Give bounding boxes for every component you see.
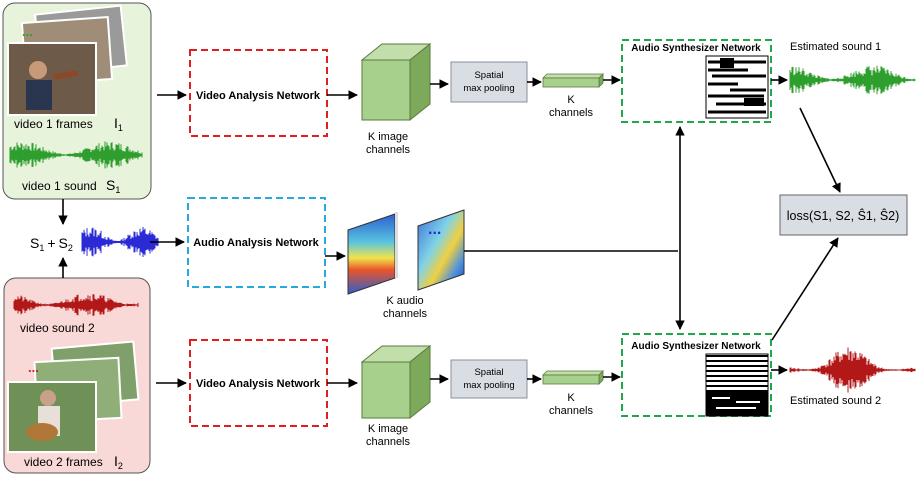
audio-feature-maps: ... [347, 209, 465, 295]
k-ch-top-line1: K [567, 94, 575, 106]
wave-out2-trace [789, 347, 916, 393]
k-audio-line1: K audio [386, 295, 423, 307]
mixture-waveform [81, 227, 159, 257]
video1-person-body [26, 80, 52, 110]
audio-synthesizer-network-top [621, 39, 772, 123]
k-image-top-line2: channels [366, 144, 411, 156]
video2-frames-dots: ... [28, 360, 39, 375]
video1-frames-dots: ... [22, 24, 33, 39]
k-image-top-line1: K image [368, 131, 408, 143]
feature-cube-bottom [360, 344, 432, 420]
estimated-sound1-waveform [789, 65, 916, 95]
estimated-sound2-waveform [789, 347, 916, 393]
spatial-max-pooling-top [450, 61, 528, 103]
spectrogram-back [417, 209, 465, 291]
video1-violin [53, 69, 79, 81]
k-channel-vector-top [542, 73, 604, 88]
mixture: S1+S2 [30, 227, 159, 257]
mask-image-bottom [705, 353, 769, 417]
pool-top-line1: Spatial [474, 70, 503, 81]
estimated-sound1-label: Estimated sound 1 [790, 41, 881, 53]
video2-sound-waveform [13, 294, 139, 316]
video2-frames-label: video 2 frames [24, 455, 103, 469]
video1-person-head [29, 61, 47, 79]
video2-sound-label: video sound 2 [20, 321, 95, 335]
spatial-max-pooling-bottom [450, 359, 528, 399]
pool-bottom-line2: max pooling [463, 380, 514, 391]
video1-frames-symbol: I1 [114, 115, 123, 133]
audio-analysis-network-label: Audio Analysis Network [193, 237, 319, 249]
estimated-sound2-label: Estimated sound 2 [790, 395, 881, 407]
audio-synth-top-label: Audio Synthesizer Network [631, 43, 761, 54]
feature-cube-top [360, 42, 432, 122]
video2-frames-symbol: I2 [114, 453, 123, 471]
video1-sound-waveform [9, 141, 143, 169]
k-ch-bottom-line2: channels [549, 405, 594, 417]
k-ch-bottom-line1: K [567, 392, 575, 404]
video-analysis-network-top-label: Video Analysis Network [196, 90, 321, 102]
audio-synth-bottom-label: Audio Synthesizer Network [631, 341, 761, 352]
video2-guitar [26, 423, 58, 441]
mask-image-top [705, 55, 769, 119]
k-audio-line2: channels [383, 308, 428, 320]
pool-top-line2: max pooling [463, 83, 514, 94]
video2-panel: video sound 2 ... video 2 frames I2 [3, 277, 151, 474]
wave-v2-trace [13, 294, 139, 316]
wave-out1-trace [789, 65, 916, 95]
audio-synthesizer-network-bottom [621, 333, 772, 417]
video1-frames-label: video 1 frames [14, 117, 93, 131]
wave-v1-trace [9, 141, 143, 169]
k-image-bottom-line2: channels [366, 436, 411, 448]
k-image-bottom-line1: K image [368, 423, 408, 435]
pool-bottom-line1: Spatial [474, 367, 503, 378]
video-analysis-network-bottom-label: Video Analysis Network [196, 378, 321, 390]
k-channel-vector-bottom [542, 370, 604, 385]
wave-mix-trace [81, 227, 159, 257]
video-analysis-network-top [189, 49, 328, 137]
mixture-formula: S1+S2 [30, 235, 73, 253]
k-ch-top-line2: channels [549, 107, 594, 119]
arrow-out2-to-loss [771, 237, 839, 341]
arrow-out1-to-loss [799, 107, 841, 193]
video1-panel: ... video 1 frames I1 video 1 sound S1 [2, 2, 152, 200]
loss-box [779, 194, 908, 236]
video1-sound-symbol: S1 [106, 177, 120, 195]
video2-person-head [40, 390, 56, 406]
loss-label: loss(S1, S2, Ŝ1, Ŝ2) [787, 208, 900, 223]
audio-analysis-network [187, 197, 326, 288]
spectrogram-dots: ... [428, 221, 441, 238]
video1-sound-label: video 1 sound [22, 179, 97, 193]
